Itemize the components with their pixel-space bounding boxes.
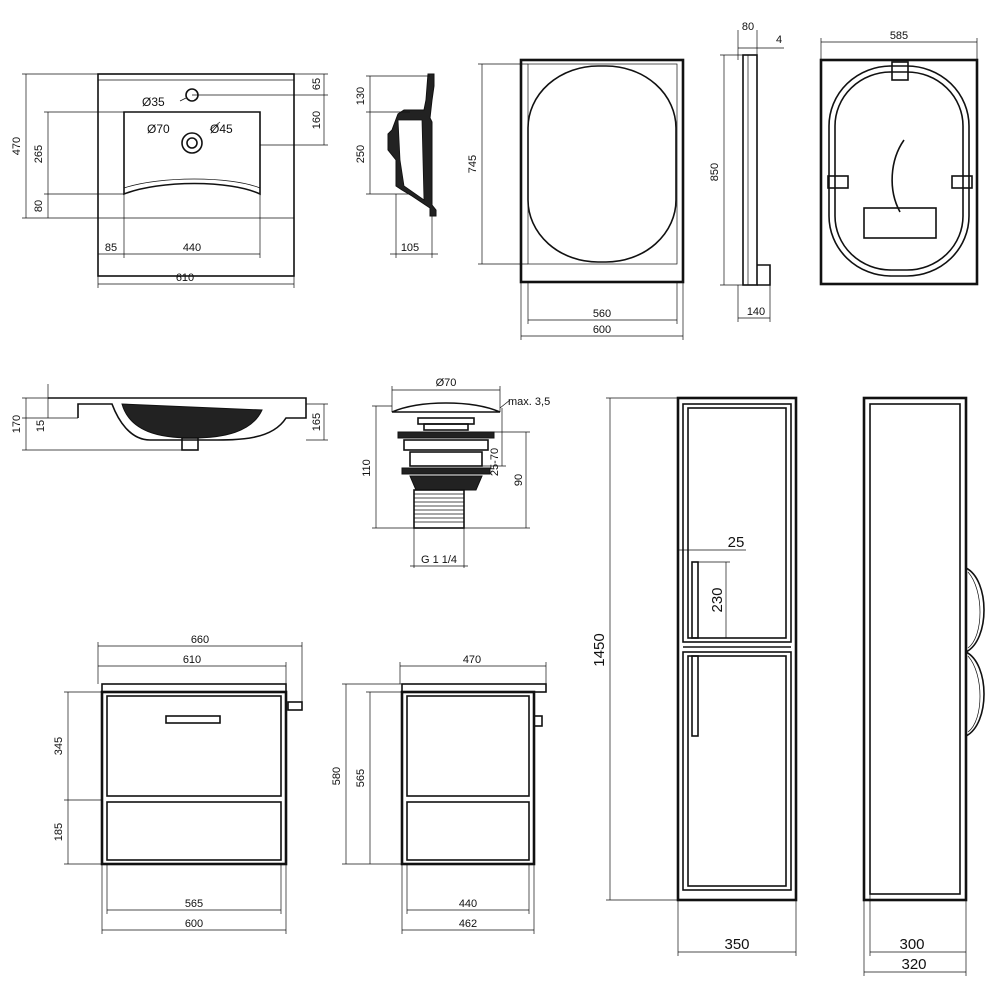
dim-850: 850 [709,163,721,181]
sink-outline [97,73,295,277]
tall-cabinet-side-body [862,396,968,902]
dim-470: 470 [11,137,23,155]
dim-80: 80 [33,200,45,212]
cabinet-side-body [400,690,536,866]
dim-440: 440 [183,242,201,254]
dim-110: 110 [361,459,373,477]
dim-600-cab: 600 [185,918,203,930]
dim-610: 610 [176,272,194,284]
sink-top-view: 610 440 85 470 265 80 65 160 Ø35 Ø70 Ø45 [11,73,328,288]
cabinet-front-view: 660 610 345 185 565 600 [53,634,303,934]
sink-side-view: 170 15 165 [11,384,328,451]
sink-side-profile [48,397,307,441]
mirror-glass [527,65,677,263]
dim-105: 105 [401,242,419,254]
mirror-back-frame [819,58,979,286]
dim-320: 320 [901,956,926,973]
tall-cabinet-side-view: 300 320 [862,396,985,976]
dim-185: 185 [53,823,65,841]
cabinet-drawer-top [106,695,282,797]
dim-585: 585 [890,30,908,42]
dim-580: 580 [331,767,343,785]
mirror-back-view: 585 [819,30,979,286]
tall-handle-top [691,561,699,639]
basin-bowl [123,111,261,196]
tall-handle-bottom [691,655,699,737]
dim-610-cab: 610 [183,654,201,666]
drain-view: Ø70 max. 3,5 110 25-70 90 G 1 1/4 [361,377,550,568]
cabinet-drawer-handle [165,715,221,724]
tall-cabinet-front-view: 1450 25 230 350 [591,396,798,956]
dim-80-side: 80 [742,21,754,33]
door-swing-top [965,567,985,653]
cabinet-side-view: 470 580 565 440 462 [331,654,547,934]
dim-4: 4 [776,34,782,46]
dim-462: 462 [459,918,477,930]
cabinet-drawer-bottom [106,801,282,861]
dim-85: 85 [105,242,117,254]
drain-outer-circle [181,132,203,154]
cabinet-front-body [100,690,288,866]
mirror-front-view: 745 560 600 [467,58,685,340]
led-strip [834,71,964,271]
sink-profile-view: 130 250 105 [355,73,438,258]
dim-25-70: 25-70 [489,448,501,476]
dim-565-side: 565 [355,769,367,787]
dim-560: 560 [593,308,611,320]
dim-140: 140 [747,306,765,318]
dim-350: 350 [724,936,749,953]
label-thread: G 1 1/4 [421,554,457,566]
dim-250: 250 [355,145,367,163]
mirror-frame [519,58,685,284]
dim-230: 230 [709,587,726,612]
drain-thread [413,489,465,529]
dim-15: 15 [35,420,47,432]
dim-170: 170 [11,415,23,433]
mirror-side-view: 80 4 850 140 [709,21,784,322]
dim-160: 160 [311,111,323,129]
mirror-back-mount [891,61,909,81]
dim-470-cab: 470 [463,654,481,666]
drain-flange [397,431,495,439]
dim-300: 300 [899,936,924,953]
dim-660: 660 [191,634,209,646]
dim-1450: 1450 [591,633,608,666]
dim-165: 165 [311,413,323,431]
label-d45: Ø45 [210,122,233,136]
door-swing-bottom [965,651,985,737]
dim-d70-drain: Ø70 [436,377,457,389]
dim-25: 25 [728,534,745,551]
drain-inner-circle [186,137,198,149]
mirror-back-box [863,207,937,239]
dim-130: 130 [355,87,367,105]
tall-cabinet-body [676,396,798,902]
label-max: max. 3,5 [508,396,550,408]
dim-65: 65 [311,78,323,90]
tall-cabinet-door-top [682,403,792,643]
drain-cap [391,402,501,413]
label-d35: Ø35 [142,95,165,109]
dim-265: 265 [33,145,45,163]
dim-440-cab: 440 [459,898,477,910]
dim-345: 345 [53,737,65,755]
dim-745: 745 [467,155,479,173]
mirror-side-body [742,54,758,286]
dim-600: 600 [593,324,611,336]
dim-90: 90 [513,474,525,486]
dim-565-cab: 565 [185,898,203,910]
label-d70: Ø70 [147,122,170,136]
tall-cabinet-door-bottom [682,651,792,891]
